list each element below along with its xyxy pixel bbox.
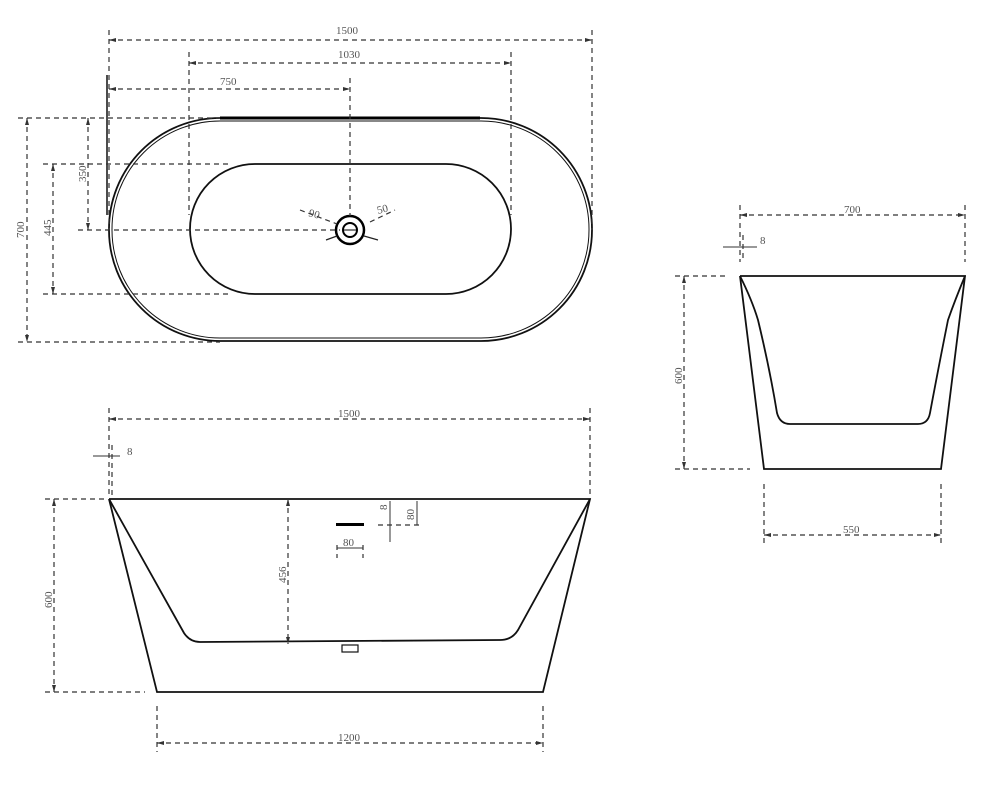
- dim-front-height: 600: [43, 591, 55, 608]
- tub-inner-basin: [189, 163, 512, 295]
- dim-side-base-width: 550: [843, 524, 860, 536]
- dim-drain-outer-diameter: 90: [307, 207, 321, 222]
- front-view: 1500 8 600 456 80 8 80 1200: [43, 408, 592, 752]
- dim-top-inner-length: 1030: [338, 49, 361, 61]
- dim-overflow-offset: 80: [405, 509, 417, 521]
- dim-front-rim-thickness: 8: [127, 446, 133, 458]
- dim-front-overall-length: 1500: [338, 408, 361, 420]
- dim-top-overall-width: 700: [15, 221, 27, 238]
- dim-inner-depth: 456: [277, 566, 289, 583]
- dim-side-overall-width: 700: [844, 204, 861, 216]
- dim-side-rim-thickness: 8: [760, 235, 766, 247]
- front-outer-shell: [108, 498, 592, 693]
- dim-side-height: 600: [673, 367, 685, 384]
- dim-overflow-height: 8: [378, 504, 390, 510]
- dim-drain-offset: 750: [220, 76, 237, 88]
- dim-top-inner-width: 445: [42, 219, 54, 236]
- dim-top-overall-length: 1500: [336, 25, 359, 37]
- side-outer-shell: [739, 275, 967, 470]
- top-view: 1500 1030 750 700 445 350 90 50: [15, 25, 593, 343]
- dim-drain-center: 350: [77, 165, 89, 182]
- side-view: 700 8 600 550: [673, 204, 967, 546]
- side-inner-basin: [739, 275, 966, 425]
- dim-drain-inner-diameter: 50: [376, 202, 390, 217]
- dim-overflow-width: 80: [343, 537, 355, 549]
- dim-base-length: 1200: [338, 732, 361, 744]
- front-inner-basin: [108, 498, 591, 643]
- overflow-icon: [336, 523, 364, 526]
